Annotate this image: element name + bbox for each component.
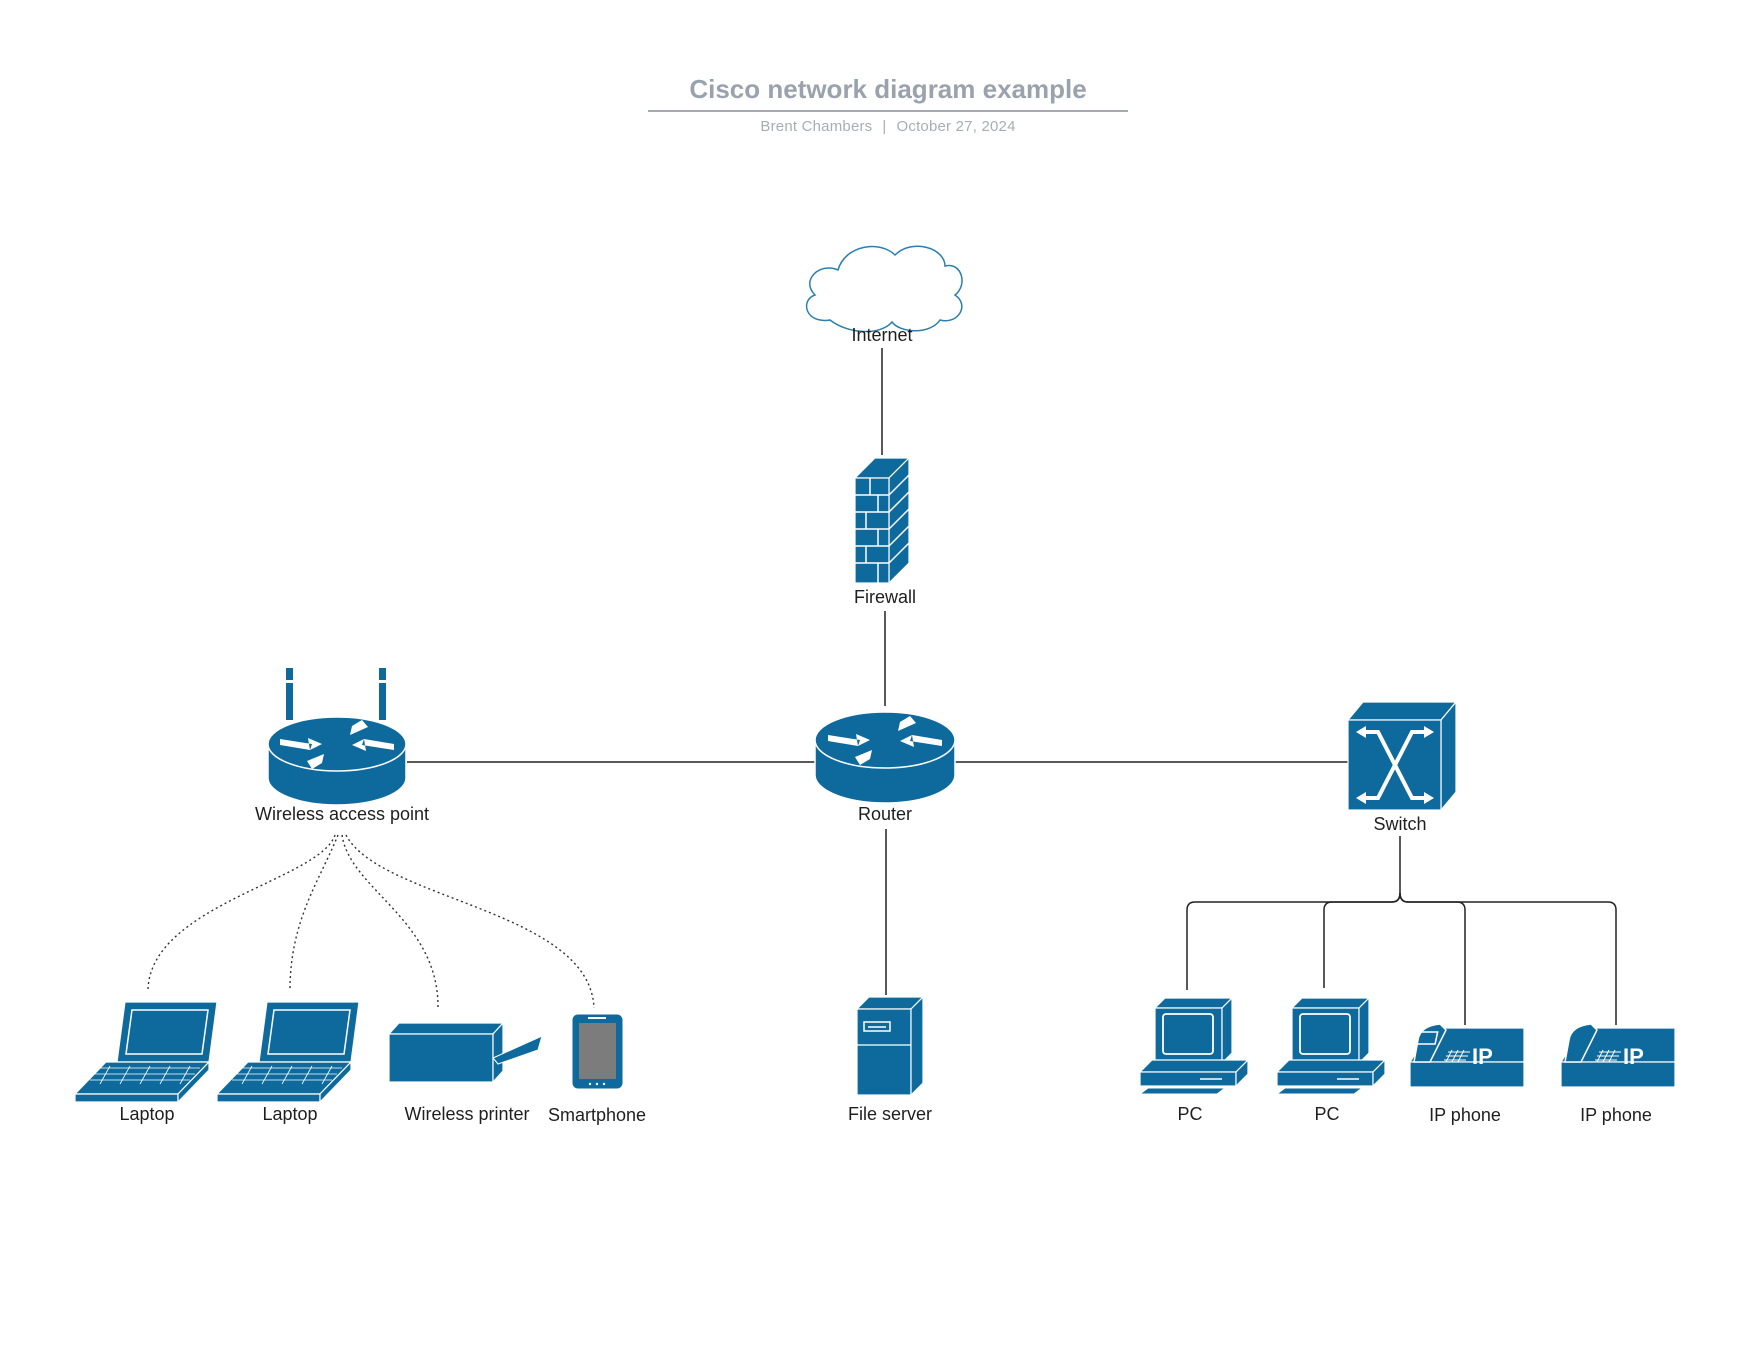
- pc-node-1[interactable]: PC: [1138, 996, 1250, 1124]
- connector-switch-phone1[interactable]: [1399, 892, 1466, 1025]
- internet-node[interactable]: Internet: [805, 245, 963, 345]
- fileserver-node[interactable]: File server: [848, 995, 932, 1124]
- node-label-internet: Internet: [851, 325, 912, 345]
- wireless-link-laptop2[interactable]: [289, 834, 339, 991]
- diagram-date: October 27, 2024: [896, 118, 1016, 135]
- ipphone-node-1[interactable]: IP IP phone: [1243, 1023, 1525, 1125]
- switch-node[interactable]: Switch: [1346, 700, 1458, 834]
- ip-phone-icon: IP: [1243, 1023, 1525, 1088]
- wireless-router-icon: [267, 668, 407, 806]
- wireless-link-smartphone[interactable]: [345, 834, 595, 1009]
- node-label-smartphone: Smartphone: [548, 1105, 646, 1125]
- node-label-pc-2: PC: [1314, 1104, 1339, 1124]
- pc-icon: [1138, 996, 1250, 1095]
- node-label-laptop-2: Laptop: [262, 1104, 317, 1124]
- node-label-ipphone-1: IP phone: [1429, 1105, 1501, 1125]
- firewall-node[interactable]: Firewall: [853, 456, 916, 607]
- node-label-pc-1: PC: [1177, 1104, 1202, 1124]
- wap-node[interactable]: Wireless access point: [255, 668, 429, 824]
- laptop-icon: [215, 1001, 360, 1104]
- wireless-link-laptop1[interactable]: [147, 834, 336, 991]
- router-node[interactable]: Router: [814, 711, 956, 824]
- connectors: [407, 348, 1617, 1025]
- smartphone-node[interactable]: Smartphone: [548, 1013, 646, 1125]
- meta-separator: |: [882, 118, 887, 135]
- firewall-icon: [853, 456, 911, 585]
- node-label-router: Router: [858, 804, 912, 824]
- ip-badge: IP: [1623, 1044, 1644, 1069]
- diagram-header: Cisco network diagram example Brent Cham…: [648, 70, 1128, 135]
- smartphone-icon: [571, 1013, 624, 1090]
- ipphone-node-2[interactable]: IP IP phone: [1394, 1023, 1676, 1125]
- author-name: Brent Chambers: [760, 118, 873, 135]
- laptop-node-2[interactable]: Laptop: [215, 1001, 360, 1124]
- node-label-wap: Wireless access point: [255, 804, 429, 824]
- wireless-links: [147, 834, 595, 1011]
- diagram-meta: Brent Chambers | October 27, 2024: [648, 118, 1128, 135]
- connector-switch-bus[interactable]: [1186, 836, 1401, 990]
- node-label-firewall: Firewall: [854, 587, 916, 607]
- node-label-switch: Switch: [1373, 814, 1426, 834]
- cloud-icon: [805, 245, 963, 333]
- title-underline: [648, 110, 1128, 112]
- node-label-fileserver: File server: [848, 1104, 932, 1124]
- server-icon: [855, 995, 925, 1097]
- printer-icon: [387, 1021, 543, 1084]
- pc-node-2[interactable]: PC: [1275, 996, 1387, 1124]
- diagram-title: Cisco network diagram example: [689, 74, 1087, 104]
- printer-node[interactable]: Wireless printer: [387, 1021, 543, 1124]
- node-label-printer: Wireless printer: [404, 1104, 529, 1124]
- connector-switch-pc2[interactable]: [1323, 892, 1401, 988]
- connector-switch-phone2[interactable]: [1399, 892, 1617, 1025]
- switch-icon: [1346, 700, 1458, 812]
- ip-badge: IP: [1472, 1044, 1493, 1069]
- node-label-laptop-1: Laptop: [119, 1104, 174, 1124]
- laptop-node-1[interactable]: Laptop: [73, 1001, 218, 1124]
- laptop-icon: [73, 1001, 218, 1104]
- node-label-ipphone-2: IP phone: [1580, 1105, 1652, 1125]
- pc-icon: [1275, 996, 1387, 1095]
- ip-phone-icon: IP: [1394, 1023, 1676, 1088]
- router-icon: [814, 711, 956, 804]
- wireless-link-printer[interactable]: [341, 834, 439, 1011]
